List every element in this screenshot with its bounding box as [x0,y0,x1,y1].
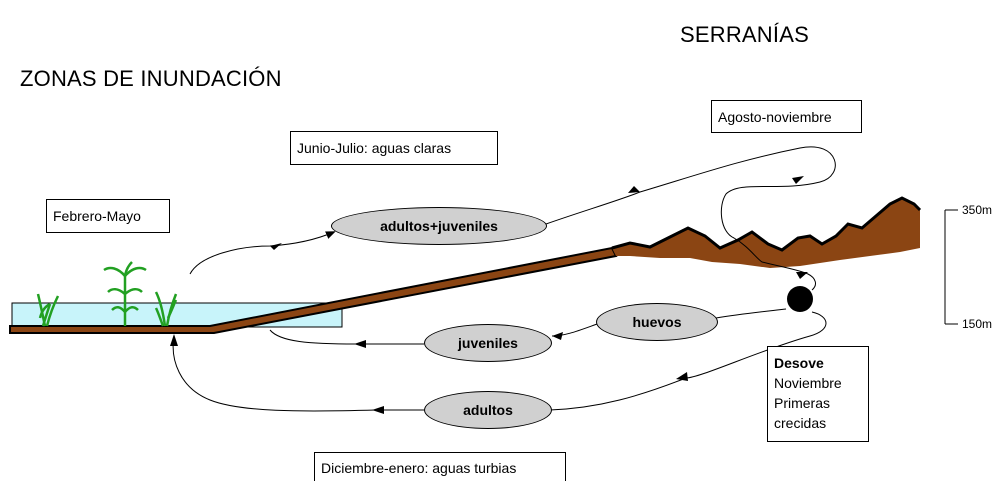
spawning-box: Desove Noviembre Primeras crecidas [767,346,869,442]
period-febrero-mayo: Febrero-Mayo [46,199,170,233]
altitude-label-150: 150m [962,317,993,331]
spawning-title: Desove [774,355,824,371]
arrow-adults-return [549,311,827,411]
arrowhead-upstream-1 [270,243,282,250]
arrow-eggs-drift [715,308,787,319]
title-serranias: SERRANÍAS [680,22,809,47]
stage-adultos-juveniles: adultos+juveniles [331,207,547,245]
stage-juveniles: juveniles [424,324,552,362]
arrowhead-juveniles-2 [354,340,366,348]
altitude-label-350: 350m [962,203,993,217]
spawning-line-primeras: Primeras [774,395,831,411]
arrow-juveniles-to-floodplain [269,329,424,345]
period-junio-julio: Junio-Julio: aguas claras [290,131,498,165]
period-diciembre-enero: Diciembre-enero: aguas turbias [314,452,566,481]
aquatic-plants [36,261,178,327]
arrowhead-adults-1 [676,372,688,381]
title-zonas-inundacion: ZONAS DE INUNDACIÓN [20,66,282,91]
mountain-range [612,198,920,268]
arrow-adults-to-floodplain [172,335,424,412]
period-agosto-noviembre: Agosto-noviembre [711,100,862,133]
stage-huevos: huevos [596,303,718,341]
stage-adultos: adultos [424,391,552,429]
mountain-ridge-line [611,196,922,252]
arrowhead-upstream-2 [628,186,640,193]
arrowhead-juveniles-1 [552,332,563,340]
arrow-upstream-migration [189,231,336,275]
spawning-line-crecidas: crecidas [774,415,827,431]
arrow-to-mountains [545,146,836,291]
arrowhead-upstream-3 [792,176,804,184]
arrowhead-adults-2 [372,406,384,414]
arrowhead-adults-3 [170,334,178,346]
arrowhead-upstream-4 [796,272,808,279]
spawning-egg-dot [787,286,813,312]
spawning-month: Noviembre [774,375,842,391]
